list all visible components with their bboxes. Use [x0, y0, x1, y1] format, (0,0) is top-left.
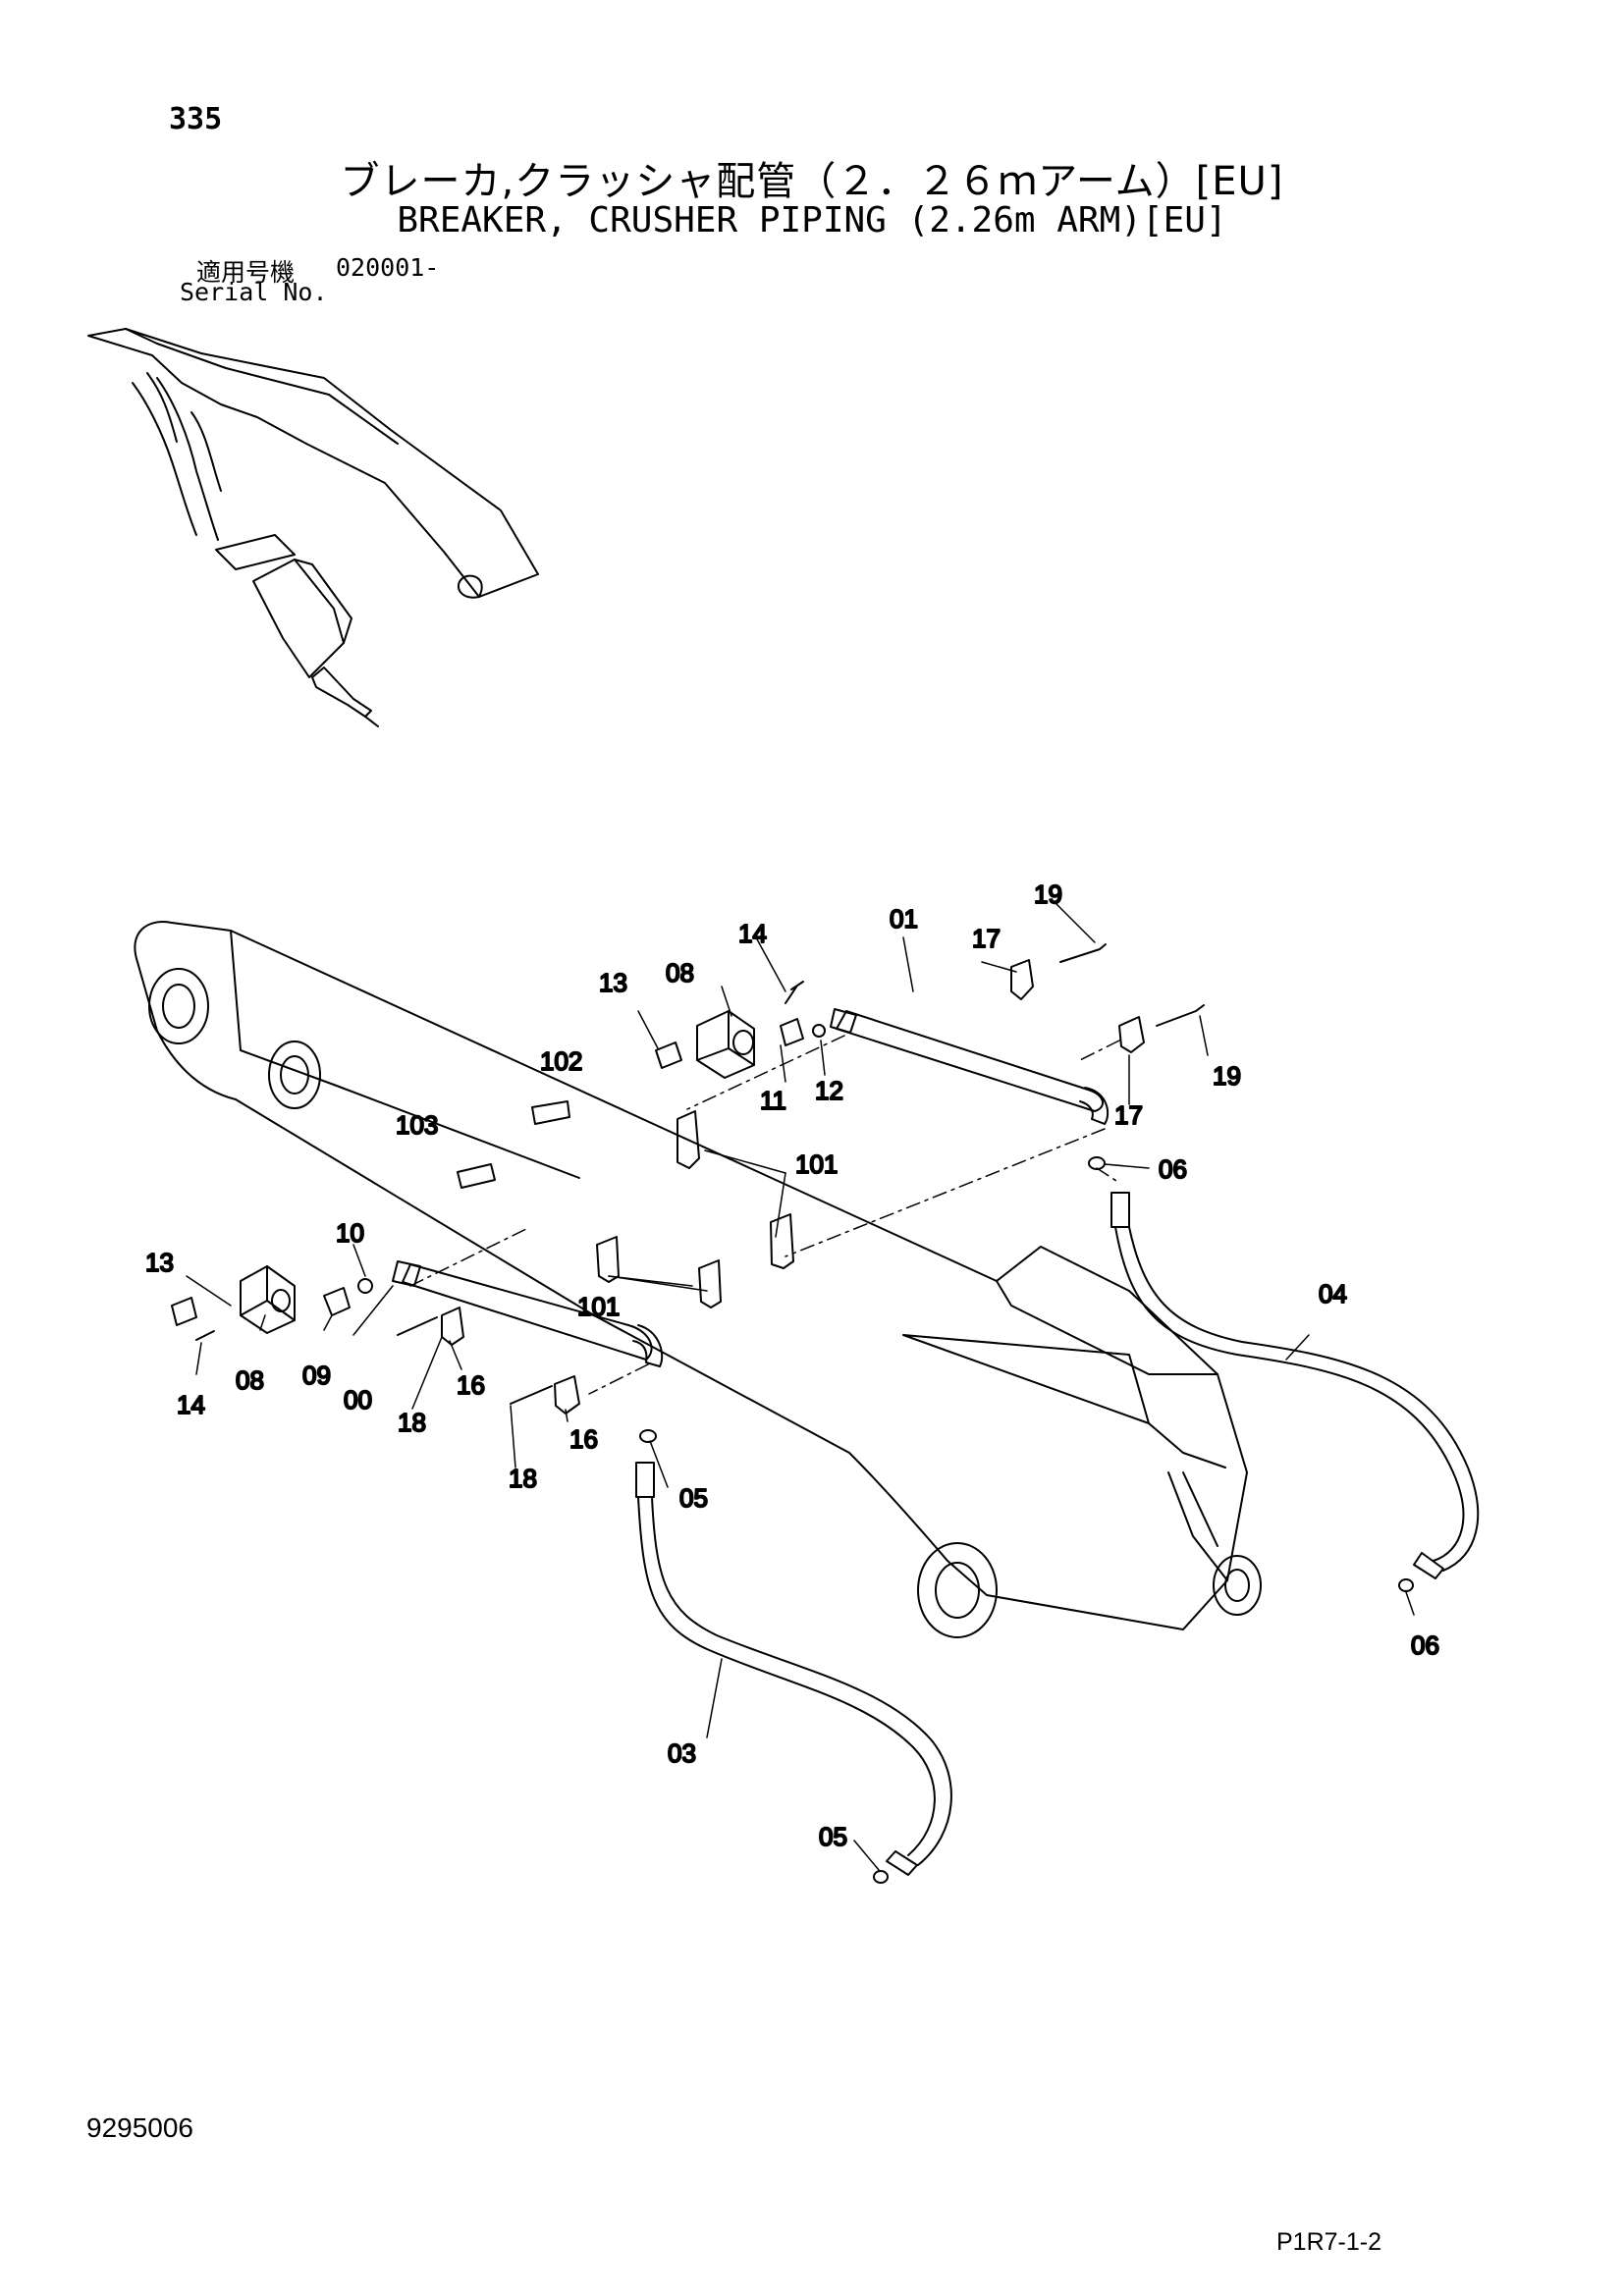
clamps: [457, 1100, 794, 1308]
part-label-17: 17: [972, 924, 1001, 953]
part-label-10: 10: [336, 1218, 364, 1248]
part-label-04: 04: [1319, 1279, 1347, 1308]
part-label-14: 14: [738, 919, 767, 948]
part-label-08: 08: [236, 1365, 264, 1395]
leader-lines: [186, 902, 1415, 1871]
arm-thumbnail: [87, 328, 539, 727]
part-label-01: 01: [890, 904, 918, 934]
hoses: [635, 1192, 1480, 1884]
part-label-03: 03: [668, 1738, 696, 1768]
upper-pipe-assembly: [655, 943, 1205, 1170]
part-label-13: 13: [599, 968, 627, 997]
part-label-101: 101: [577, 1292, 620, 1321]
part-label-08: 08: [666, 958, 694, 988]
part-label-06: 06: [1411, 1630, 1439, 1660]
serial-label-japanese: 適用号機: [196, 258, 296, 287]
arm-body: [134, 921, 1262, 1638]
serial-number-value: 020001-: [336, 253, 440, 282]
page-number: 335: [169, 102, 223, 136]
part-label-101: 101: [795, 1149, 838, 1179]
part-label-19: 19: [1034, 880, 1062, 909]
page-code: P1R7-1-2: [1276, 2228, 1381, 2256]
lower-pipe-assembly: [171, 1260, 664, 1443]
centerlines: [409, 1035, 1120, 1395]
part-labels: 13 08 14 01 17 19 19 17 06 11 12 102 103…: [144, 879, 1440, 1852]
part-label-13: 13: [145, 1248, 174, 1277]
part-label-00: 00: [344, 1385, 372, 1415]
serial-label-english: Serial No.: [180, 278, 328, 306]
page-title-english: BREAKER, CRUSHER PIPING (2.26m ARM)[EU]: [397, 200, 1227, 240]
part-label-09: 09: [302, 1361, 331, 1390]
part-label-102: 102: [540, 1046, 582, 1076]
part-label-17: 17: [1114, 1100, 1143, 1130]
part-label-18: 18: [398, 1408, 426, 1437]
part-label-103: 103: [396, 1110, 438, 1140]
part-label-19: 19: [1213, 1061, 1241, 1091]
part-label-11: 11: [760, 1086, 786, 1115]
part-label-18: 18: [509, 1464, 537, 1493]
page-title-japanese: ブレーカ,クラッシャ配管（２．２６ｍアーム）[EU]: [340, 159, 1284, 204]
part-label-16: 16: [569, 1424, 598, 1454]
document-id: 9295006: [86, 2112, 194, 2143]
part-label-12: 12: [815, 1076, 843, 1105]
part-label-05: 05: [819, 1822, 847, 1851]
part-label-16: 16: [457, 1370, 485, 1400]
part-label-05: 05: [679, 1483, 708, 1513]
part-label-14: 14: [177, 1390, 205, 1419]
part-label-06: 06: [1159, 1154, 1187, 1184]
